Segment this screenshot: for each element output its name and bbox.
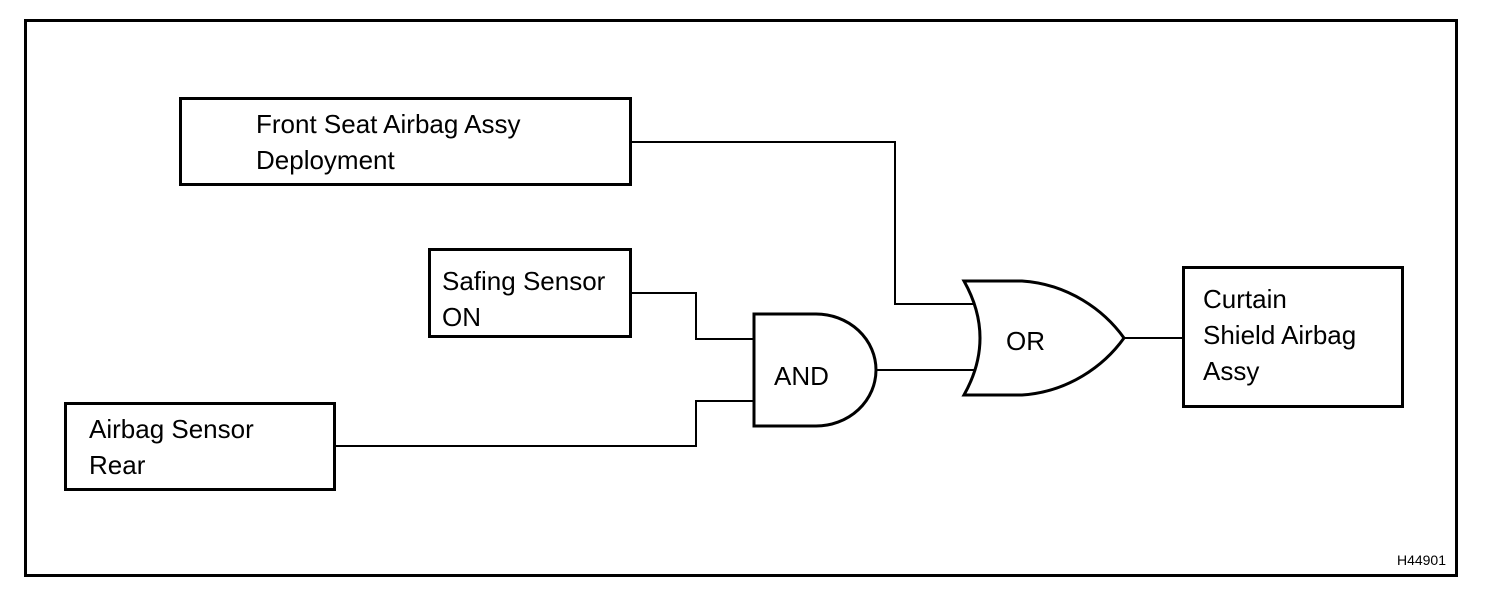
block-curtain-shield-line1: Curtain bbox=[1203, 284, 1287, 314]
block-airbag-sensor-rear-line2: Rear bbox=[89, 450, 146, 480]
block-safing-sensor: Safing Sensor ON bbox=[428, 248, 632, 338]
diagram-frame bbox=[24, 19, 1458, 577]
and-gate-shape bbox=[752, 312, 878, 428]
block-curtain-shield-line2: Shield Airbag bbox=[1203, 320, 1357, 350]
block-safing-sensor-line1: Safing Sensor bbox=[442, 266, 606, 296]
and-gate-label: AND bbox=[774, 361, 829, 391]
block-safing-sensor-line2: ON bbox=[442, 302, 481, 332]
block-front-seat-airbag: Front Seat Airbag Assy Deployment bbox=[179, 97, 632, 186]
or-gate-shape bbox=[961, 279, 1126, 397]
block-airbag-sensor-rear-line1: Airbag Sensor bbox=[89, 414, 254, 444]
block-curtain-shield-line3: Assy bbox=[1203, 356, 1260, 386]
wire-front-seat-to-or bbox=[632, 141, 975, 305]
block-front-seat-airbag-line2: Deployment bbox=[256, 145, 395, 175]
block-airbag-sensor-rear: Airbag Sensor Rear bbox=[64, 402, 336, 491]
wire-rear-sensor-to-and bbox=[336, 400, 754, 447]
block-front-seat-airbag-line1: Front Seat Airbag Assy bbox=[256, 109, 521, 139]
figure-id-label: H44901 bbox=[1396, 552, 1446, 568]
wire-safing-to-and bbox=[632, 292, 754, 340]
block-curtain-shield-airbag: Curtain Shield Airbag Assy bbox=[1182, 266, 1404, 408]
or-gate-label: OR bbox=[1006, 326, 1045, 356]
